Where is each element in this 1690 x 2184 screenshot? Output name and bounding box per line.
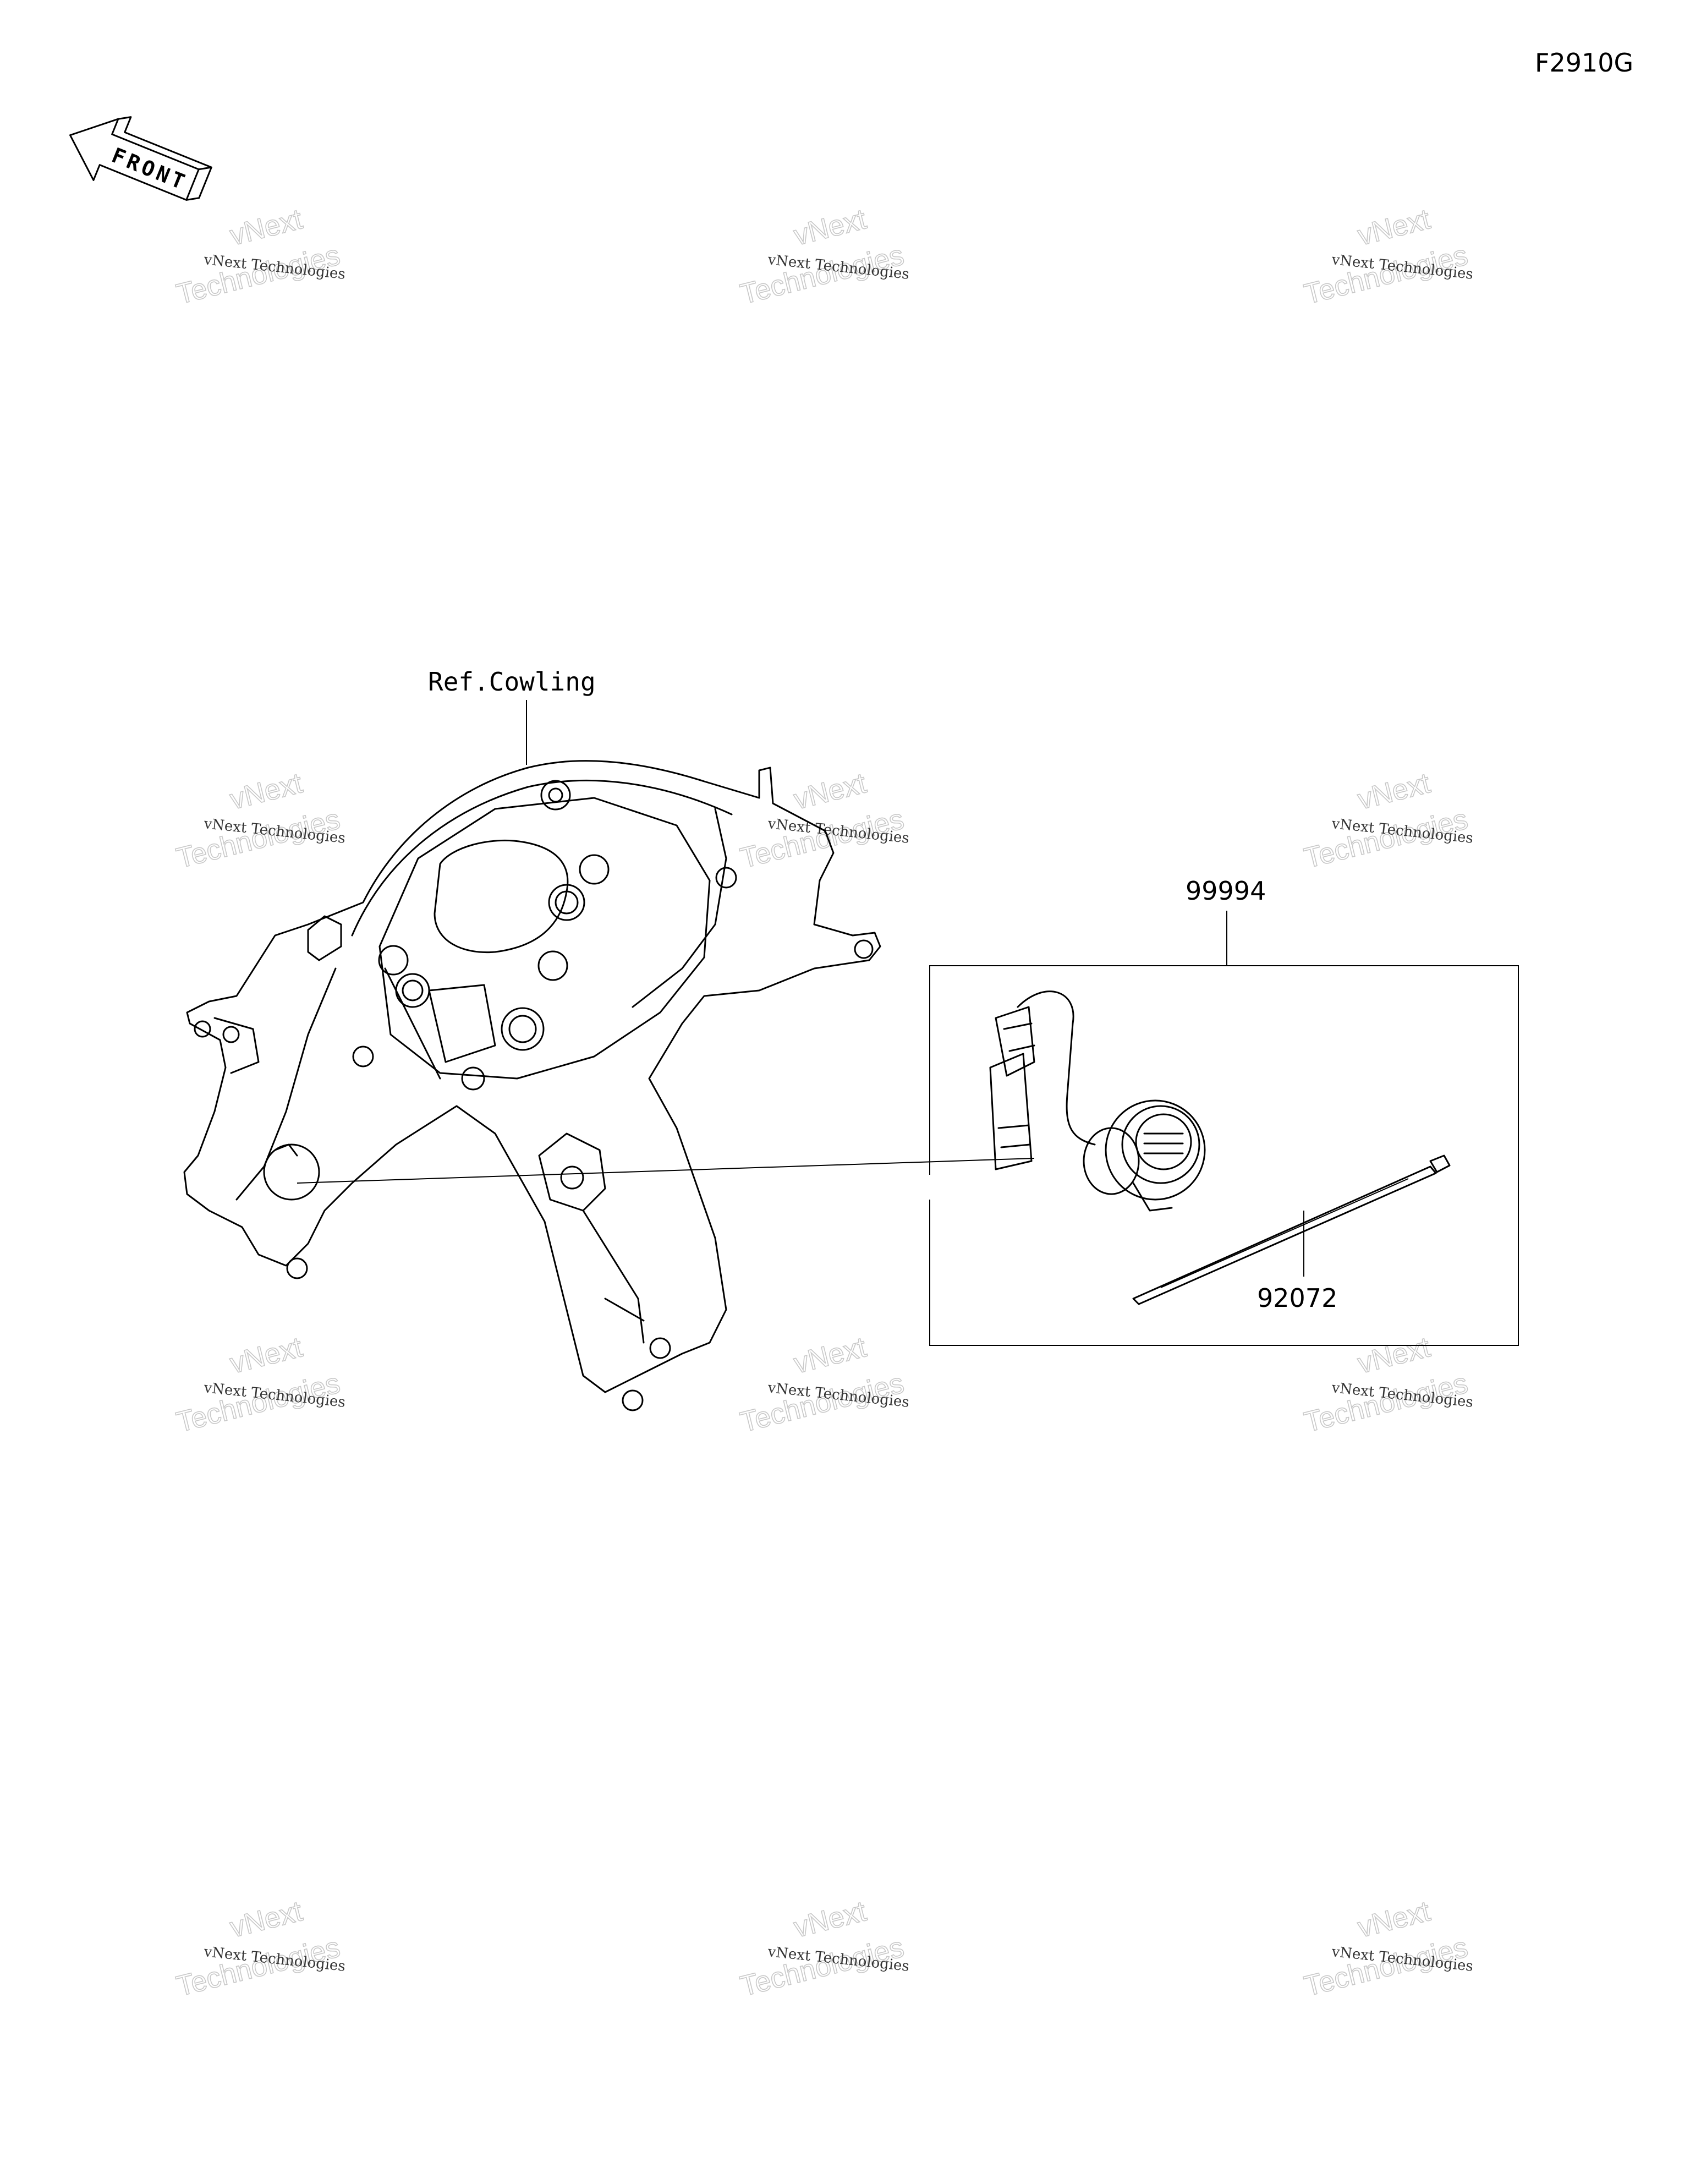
cable-tie-icon <box>1132 1154 1451 1305</box>
watermark: vNext Technologies vNext Technologies <box>1301 1895 1474 2003</box>
svg-text:vNext: vNext <box>791 1895 870 1944</box>
watermark: vNext Technologies vNext Technologies <box>173 767 346 875</box>
kit-box <box>929 965 1519 1346</box>
watermark: vNext Technologies vNext Technologies <box>173 1331 346 1439</box>
watermark: vNext Technologies vNext Technologies <box>173 202 346 311</box>
cowling-bracket <box>183 760 881 1411</box>
svg-text:vNext: vNext <box>1354 1331 1434 1380</box>
svg-text:vNext: vNext <box>791 767 870 816</box>
svg-text:vNext: vNext <box>1354 767 1434 816</box>
watermark: vNext Technologies vNext Technologies <box>737 767 910 875</box>
svg-text:vNext: vNext <box>791 1331 870 1380</box>
watermark: vNext Technologies vNext Technologies <box>1301 202 1474 311</box>
power-socket-icon <box>1083 1099 1206 1212</box>
svg-text:vNext: vNext <box>791 203 870 252</box>
svg-text:vNext: vNext <box>1354 1895 1434 1944</box>
svg-text:vNext: vNext <box>227 203 306 252</box>
watermark: vNext Technologies vNext Technologies <box>737 1331 910 1439</box>
diagram-code: F2910G <box>1535 48 1633 78</box>
front-arrow-icon: FRONT <box>69 116 212 201</box>
watermark: vNext Technologies vNext Technologies <box>1301 767 1474 875</box>
front-label: FRONT <box>108 143 191 195</box>
svg-text:vNext: vNext <box>227 1331 306 1380</box>
watermark: vNext Technologies vNext Technologies <box>737 202 910 311</box>
ref-cowling-label: Ref.Cowling <box>428 667 596 697</box>
svg-text:vNext: vNext <box>227 767 306 816</box>
kit-part-number: 99994 <box>1186 876 1266 906</box>
watermark: vNext Technologies vNext Technologies <box>173 1895 346 2003</box>
svg-text:vNext: vNext <box>227 1895 306 1944</box>
watermarks: vNext Technologies vNext Technologies vN… <box>173 202 1474 2003</box>
socket-install-leader <box>297 1158 1035 1184</box>
tie-part-number: 92072 <box>1257 1283 1337 1313</box>
watermark: vNext Technologies vNext Technologies <box>1301 1331 1474 1439</box>
watermark: vNext Technologies vNext Technologies <box>737 1895 910 2003</box>
connector-plug-icon <box>989 990 1096 1170</box>
svg-text:vNext: vNext <box>1354 203 1434 252</box>
